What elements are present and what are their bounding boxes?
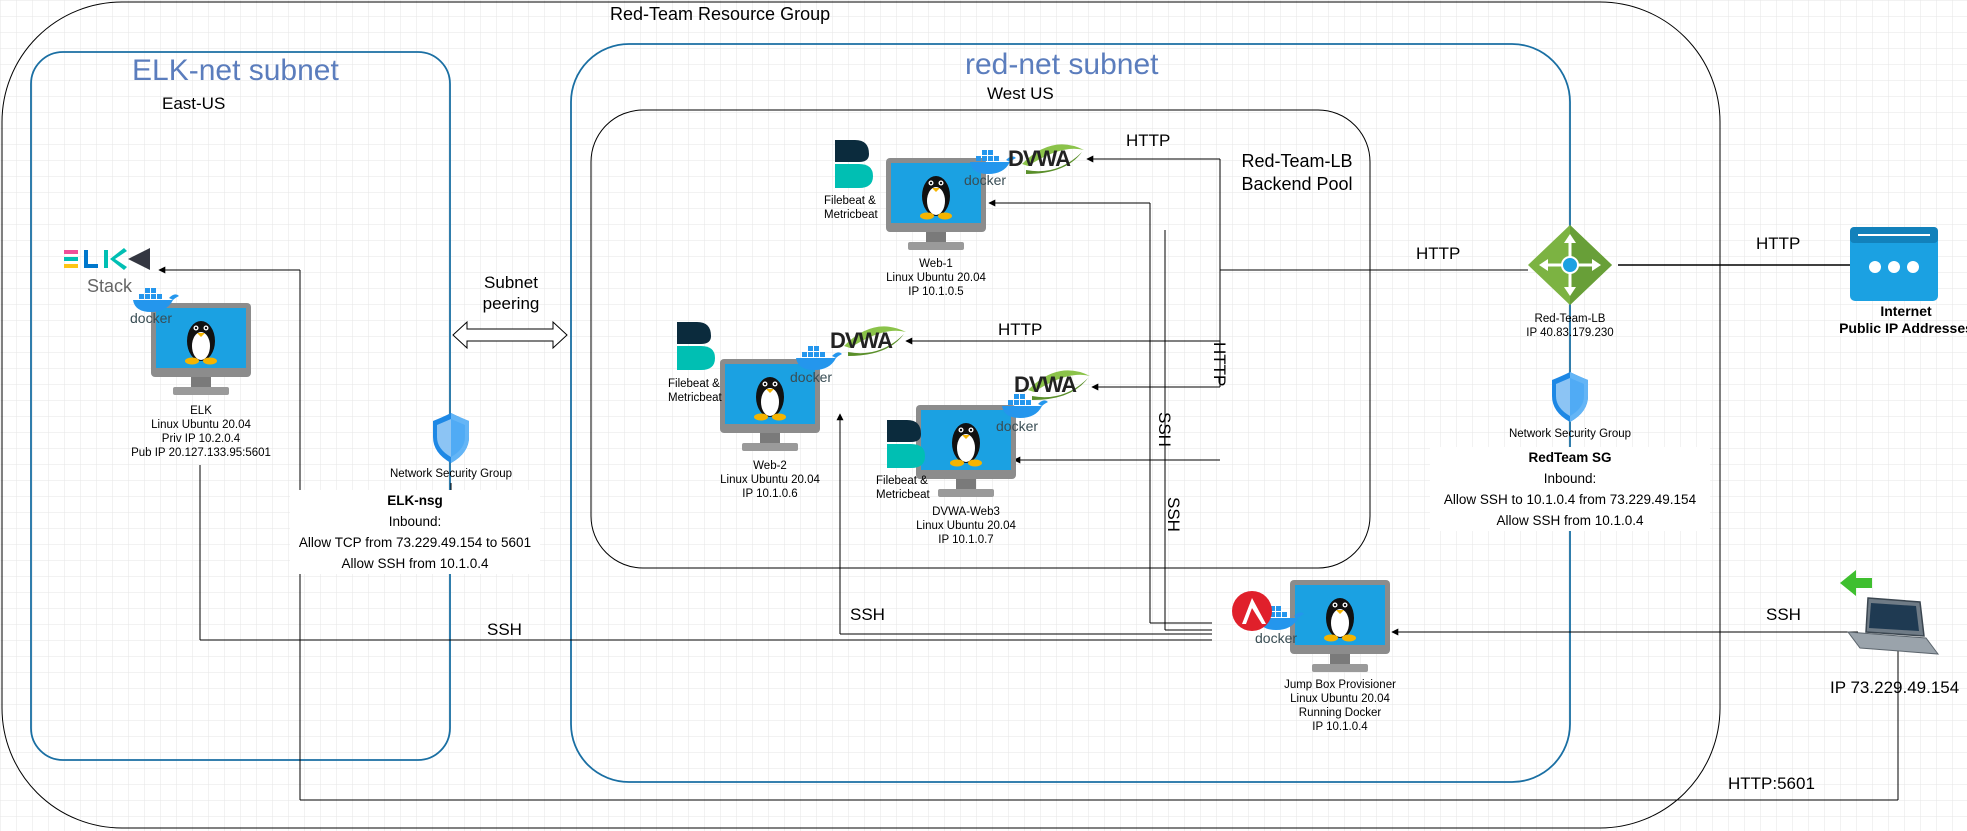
- ssh-workstation-edge-label: SSH: [1766, 605, 1801, 624]
- workstation-label: IP 73.229.49.154: [1830, 678, 1960, 697]
- dvwa-logo-text: DVWA: [1008, 146, 1071, 171]
- http-lb-edge-label: HTTP: [1416, 244, 1461, 263]
- elk-subnet-boundary: [30, 51, 451, 761]
- elk-nsg-rules: ELK-nsg Inbound: Allow TCP from 73.229.4…: [290, 490, 540, 574]
- red-sg-type-label: Network Security Group: [1508, 428, 1632, 440]
- http-web1-edge-label: HTTP: [1126, 131, 1171, 150]
- internet-icon: [1850, 227, 1938, 301]
- elk-stack-logo-text: Stack: [87, 276, 133, 296]
- resource-group-title: Red-Team Resource Group: [610, 4, 831, 24]
- dvwa-logo-text: DVWA: [830, 328, 893, 353]
- docker-logo-text: docker: [996, 418, 1039, 434]
- docker-logo-text: docker: [1255, 630, 1298, 646]
- red-subnet-title: red-net subnet: [965, 48, 1159, 81]
- elk-logo-icon: [64, 248, 150, 270]
- beats-label: Filebeat & Metricbeat: [668, 378, 722, 404]
- red-sg-rules: RedTeam SG Inbound: Allow SSH to 10.1.0.…: [1430, 447, 1710, 531]
- connectors: [158, 155, 1899, 801]
- dvwa-logo-text: DVWA: [1014, 372, 1077, 397]
- ansible-icon: [1232, 591, 1272, 631]
- red-region-label: West US: [987, 84, 1054, 103]
- web2-node-label: Web-2 Linux Ubuntu 20.04 IP 10.1.0.6: [720, 460, 820, 500]
- docker-logo-text: docker: [130, 310, 173, 326]
- beats-label: Filebeat & Metricbeat: [876, 475, 930, 501]
- green-arrow-icon: [1840, 570, 1872, 596]
- beats-label: Filebeat & Metricbeat: [824, 195, 878, 221]
- docker-logo-text: docker: [790, 369, 833, 385]
- ssh-web2-edge-label: SSH: [850, 605, 885, 624]
- elk-region-label: East-US: [162, 94, 226, 113]
- subnet-peering-label: Subnet peering: [482, 273, 540, 313]
- backend-pool-label: Red-Team-LB Backend Pool: [1241, 151, 1353, 194]
- internet-label: Internet Public IP Addresses: [1839, 303, 1967, 336]
- subnet-peering-arrow: [452, 320, 568, 350]
- http-5601-edge-label: HTTP:5601: [1728, 774, 1815, 793]
- ssh-web-edge-label: SSH: [1155, 412, 1174, 447]
- http-internet-edge-label: HTTP: [1756, 234, 1801, 253]
- resource-group-boundary: [1, 1, 1721, 829]
- load-balancer-label: Red-Team-LB IP 40.83.179.230: [1526, 313, 1614, 339]
- ssh-elk-edge-label: SSH: [487, 620, 522, 639]
- web3-node-label: DVWA-Web3 Linux Ubuntu 20.04 IP 10.1.0.7: [916, 506, 1016, 546]
- web1-node-label: Web-1 Linux Ubuntu 20.04 IP 10.1.0.5: [886, 258, 986, 298]
- elk-node-label: ELK Linux Ubuntu 20.04 Priv IP 10.2.0.4 …: [131, 405, 271, 459]
- elk-nsg-type-label: Network Security Group: [389, 468, 513, 480]
- load-balancer-icon: [1528, 225, 1612, 305]
- docker-logo-text: docker: [964, 172, 1007, 188]
- laptop-icon: [1846, 597, 1940, 655]
- backend-pool-boundary: [590, 109, 1371, 569]
- elk-subnet-title: ELK-net subnet: [132, 54, 339, 87]
- ssh-web-edge-label: SSH: [1164, 497, 1183, 532]
- jumpbox-node-label: Jump Box Provisioner Linux Ubuntu 20.04 …: [1284, 679, 1396, 733]
- http-web2-edge-label: HTTP: [998, 320, 1043, 339]
- http-web3-edge-label: HTTP: [1210, 342, 1229, 387]
